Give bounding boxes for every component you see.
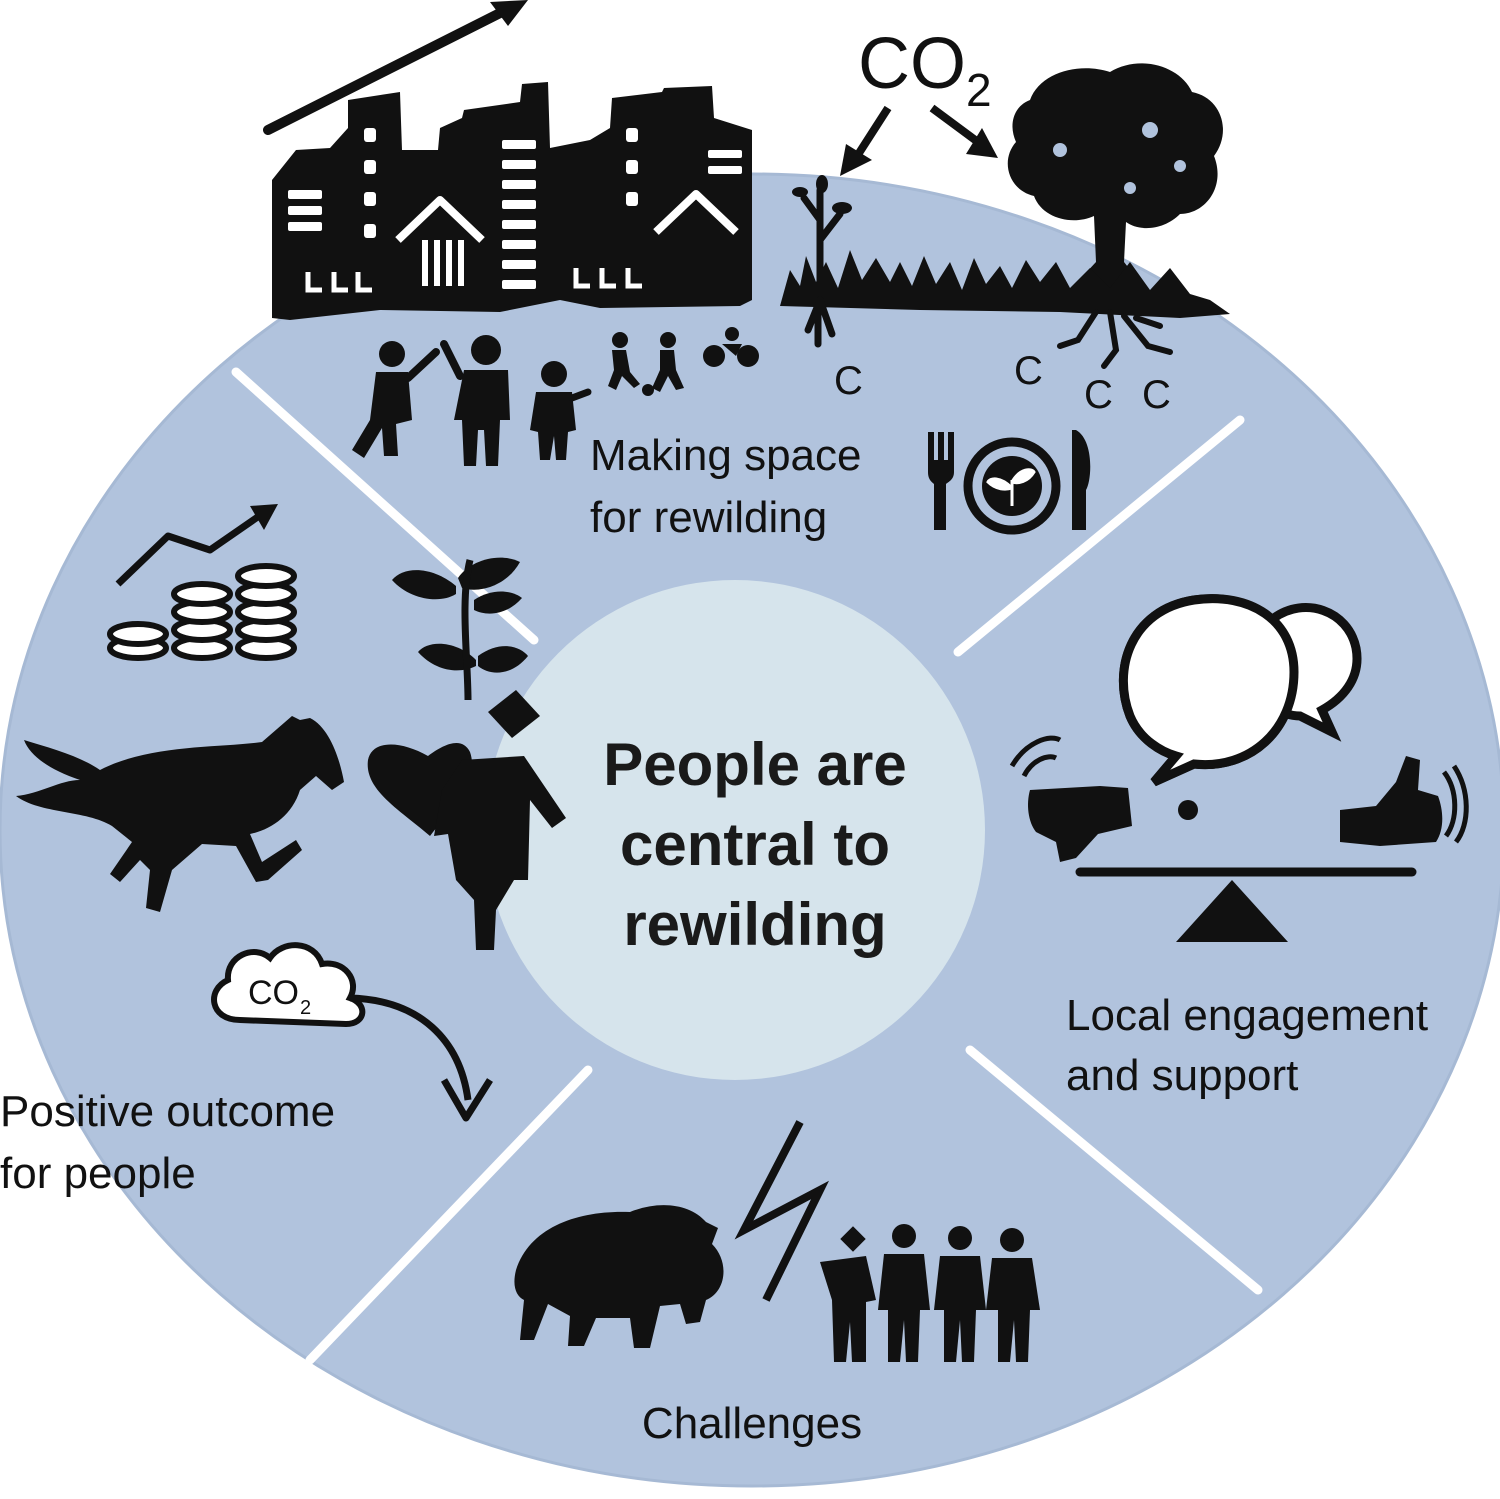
sapling-leaves <box>792 175 852 214</box>
carbon-symbol-1: C <box>834 359 863 403</box>
segment-right-label-line2: and support <box>1066 1051 1298 1100</box>
balance-scale-icon <box>1075 867 1417 942</box>
co2-cloud-subscript: 2 <box>300 997 311 1019</box>
center-title-line1: People are <box>603 731 907 798</box>
segment-right-label-line1: Local engagement <box>1066 991 1428 1040</box>
center-title-line2: central to <box>620 811 890 878</box>
people-recreation-icon <box>352 335 592 466</box>
bison-icon <box>514 1205 724 1348</box>
sapling-icon <box>800 186 844 348</box>
segment-top-label-line2: for rewilding <box>590 493 827 542</box>
thumbs-down-icon <box>1009 735 1132 862</box>
segment-left-label-line2: for people <box>0 1149 196 1198</box>
speech-bubbles-icon <box>1118 594 1362 787</box>
co2-cloud-icon: CO 2 <box>211 942 493 1122</box>
co2-main-text: CO <box>858 24 966 104</box>
plate-cutlery-icon <box>928 430 1091 535</box>
segment-left-label-line1: Positive outcome <box>0 1087 335 1136</box>
grass-strip <box>780 250 1230 318</box>
divider-top-right <box>953 415 1245 657</box>
segment-top-label-line1: Making space <box>590 431 861 480</box>
growth-arrow-icon <box>263 0 528 135</box>
divider-bottom-right <box>965 1045 1263 1295</box>
runners-cyclist-icon <box>608 327 759 396</box>
tree-icon <box>1007 63 1223 302</box>
carbon-symbol-2: C <box>1014 349 1043 393</box>
co2-main-subscript: 2 <box>966 64 992 116</box>
segment-bottom-label: Challenges <box>642 1399 862 1448</box>
thumbs-up-icon <box>1340 756 1469 846</box>
center-circle: People are central to rewilding <box>485 580 985 1080</box>
person-with-plant-icon <box>367 557 566 950</box>
carbon-symbol-4: C <box>1142 373 1171 417</box>
scale-pivot-dot <box>1178 800 1198 820</box>
co2-cloud-text: CO <box>248 974 299 1012</box>
horse-icon <box>16 716 344 912</box>
center-title-line3: rewilding <box>623 891 886 958</box>
coins-growth-icon <box>107 504 297 661</box>
group-of-people-icon <box>820 1224 1040 1362</box>
city-buildings-icon <box>272 82 752 320</box>
carbon-symbols: C C C C <box>834 349 1171 417</box>
divider-bottom-left <box>305 1065 593 1365</box>
co2-icon: CO 2 <box>840 24 998 176</box>
carbon-symbol-3: C <box>1084 373 1113 417</box>
tree-roots <box>1057 309 1173 369</box>
lightning-icon <box>734 1120 830 1302</box>
